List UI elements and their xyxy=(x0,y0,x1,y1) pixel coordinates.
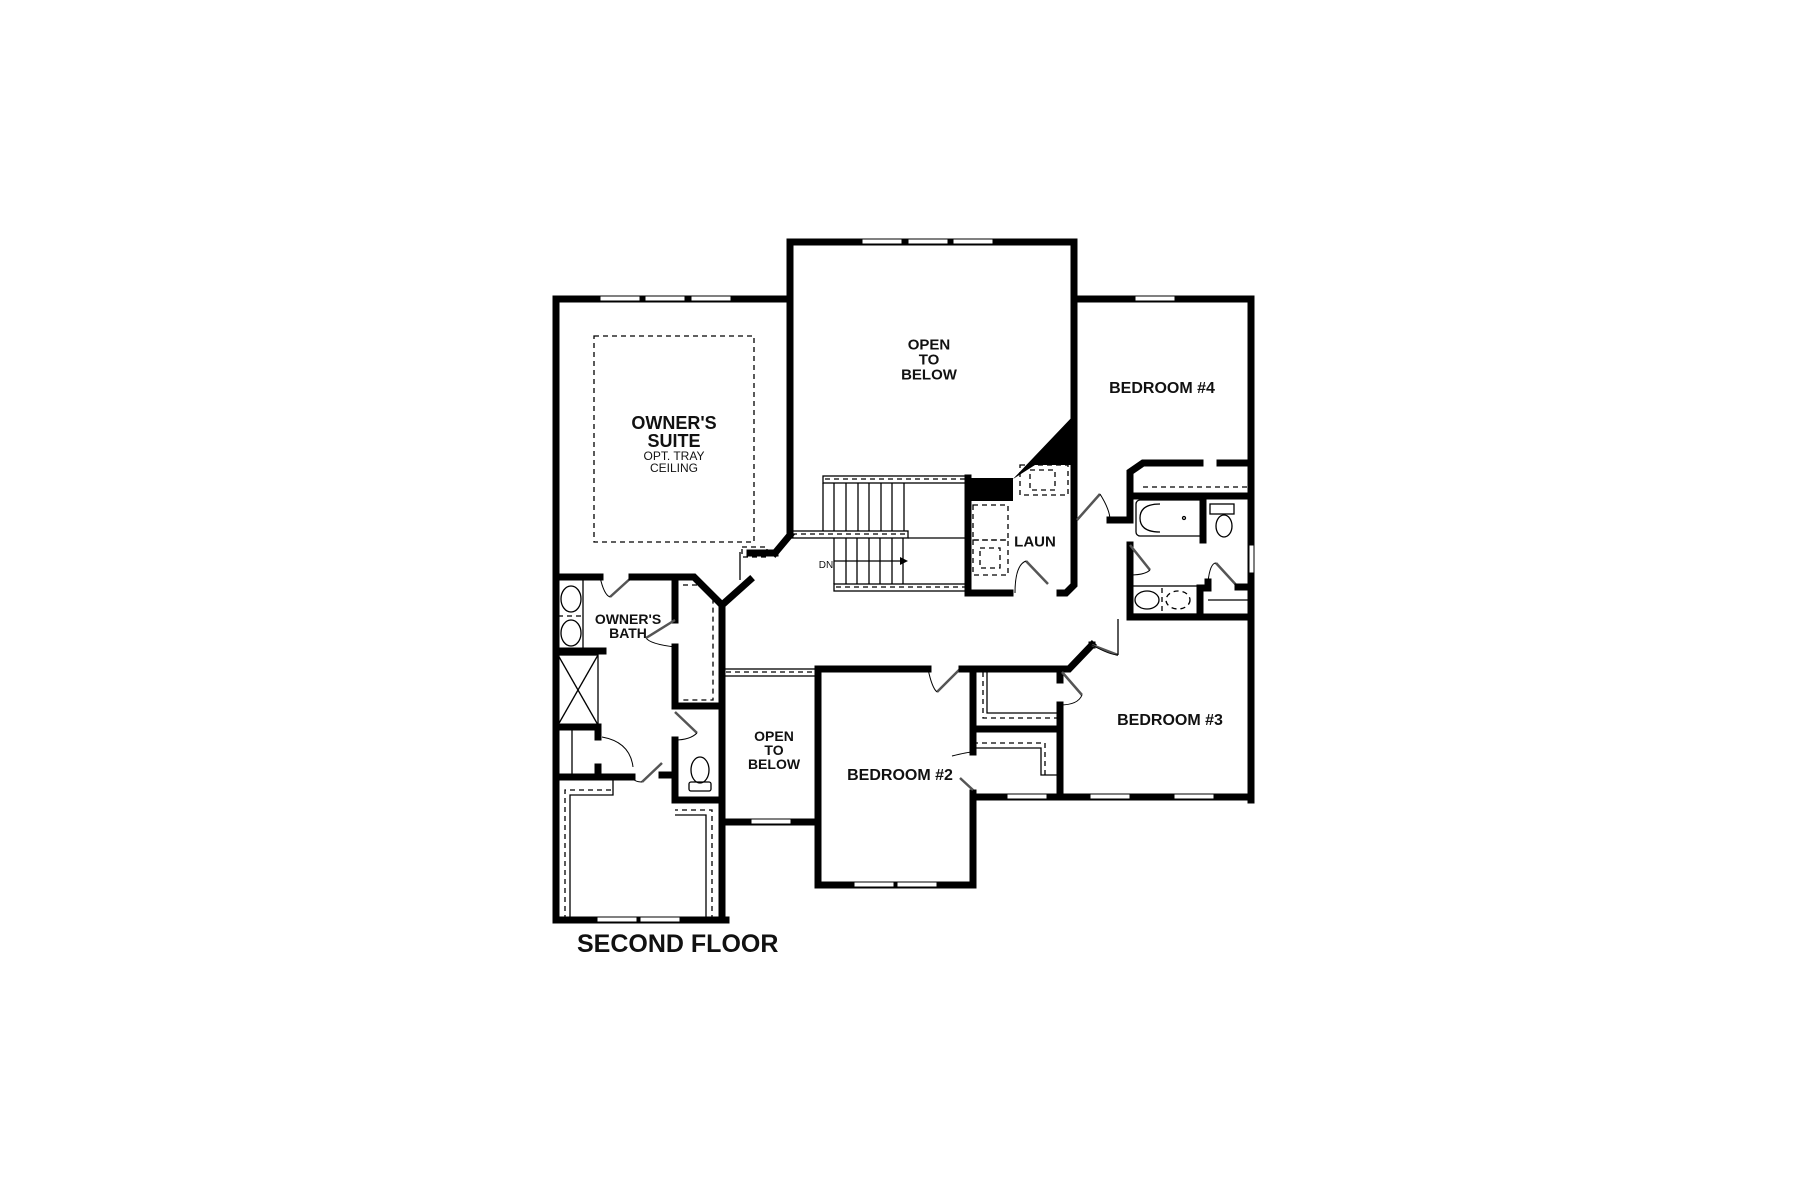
bedroom-4-label: BEDROOM #4 xyxy=(1109,380,1215,397)
open-to-below-main-label: OPEN TO BELOW xyxy=(901,336,957,384)
bedroom-3-label: BEDROOM #3 xyxy=(1117,712,1223,729)
staircase xyxy=(789,475,969,592)
bedroom-2-label: BEDROOM #2 xyxy=(847,767,953,784)
owners-suite-walls xyxy=(552,238,794,581)
open-to-below-main-walls xyxy=(746,238,1078,558)
owners-bath-label: OWNER'S BATH xyxy=(594,611,662,641)
closets-walls xyxy=(969,665,1083,801)
open-to-below-small-label: OPEN TO BELOW xyxy=(747,728,801,772)
floor-title: SECOND FLOOR xyxy=(577,930,779,958)
bedroom-2-walls xyxy=(814,640,1097,889)
hall-bath-walls xyxy=(1126,459,1255,621)
owners-bath-walls xyxy=(552,573,755,924)
bedroom-4-walls xyxy=(1070,295,1255,804)
owners-suite-label: OWNER'S SUITE OPT. TRAY CEILING xyxy=(631,413,717,475)
stairs-down-label: DN xyxy=(818,560,834,571)
bedroom-3-walls xyxy=(969,619,1255,801)
laundry-walls xyxy=(964,464,1078,597)
laundry-label: LAUN xyxy=(1014,533,1056,551)
